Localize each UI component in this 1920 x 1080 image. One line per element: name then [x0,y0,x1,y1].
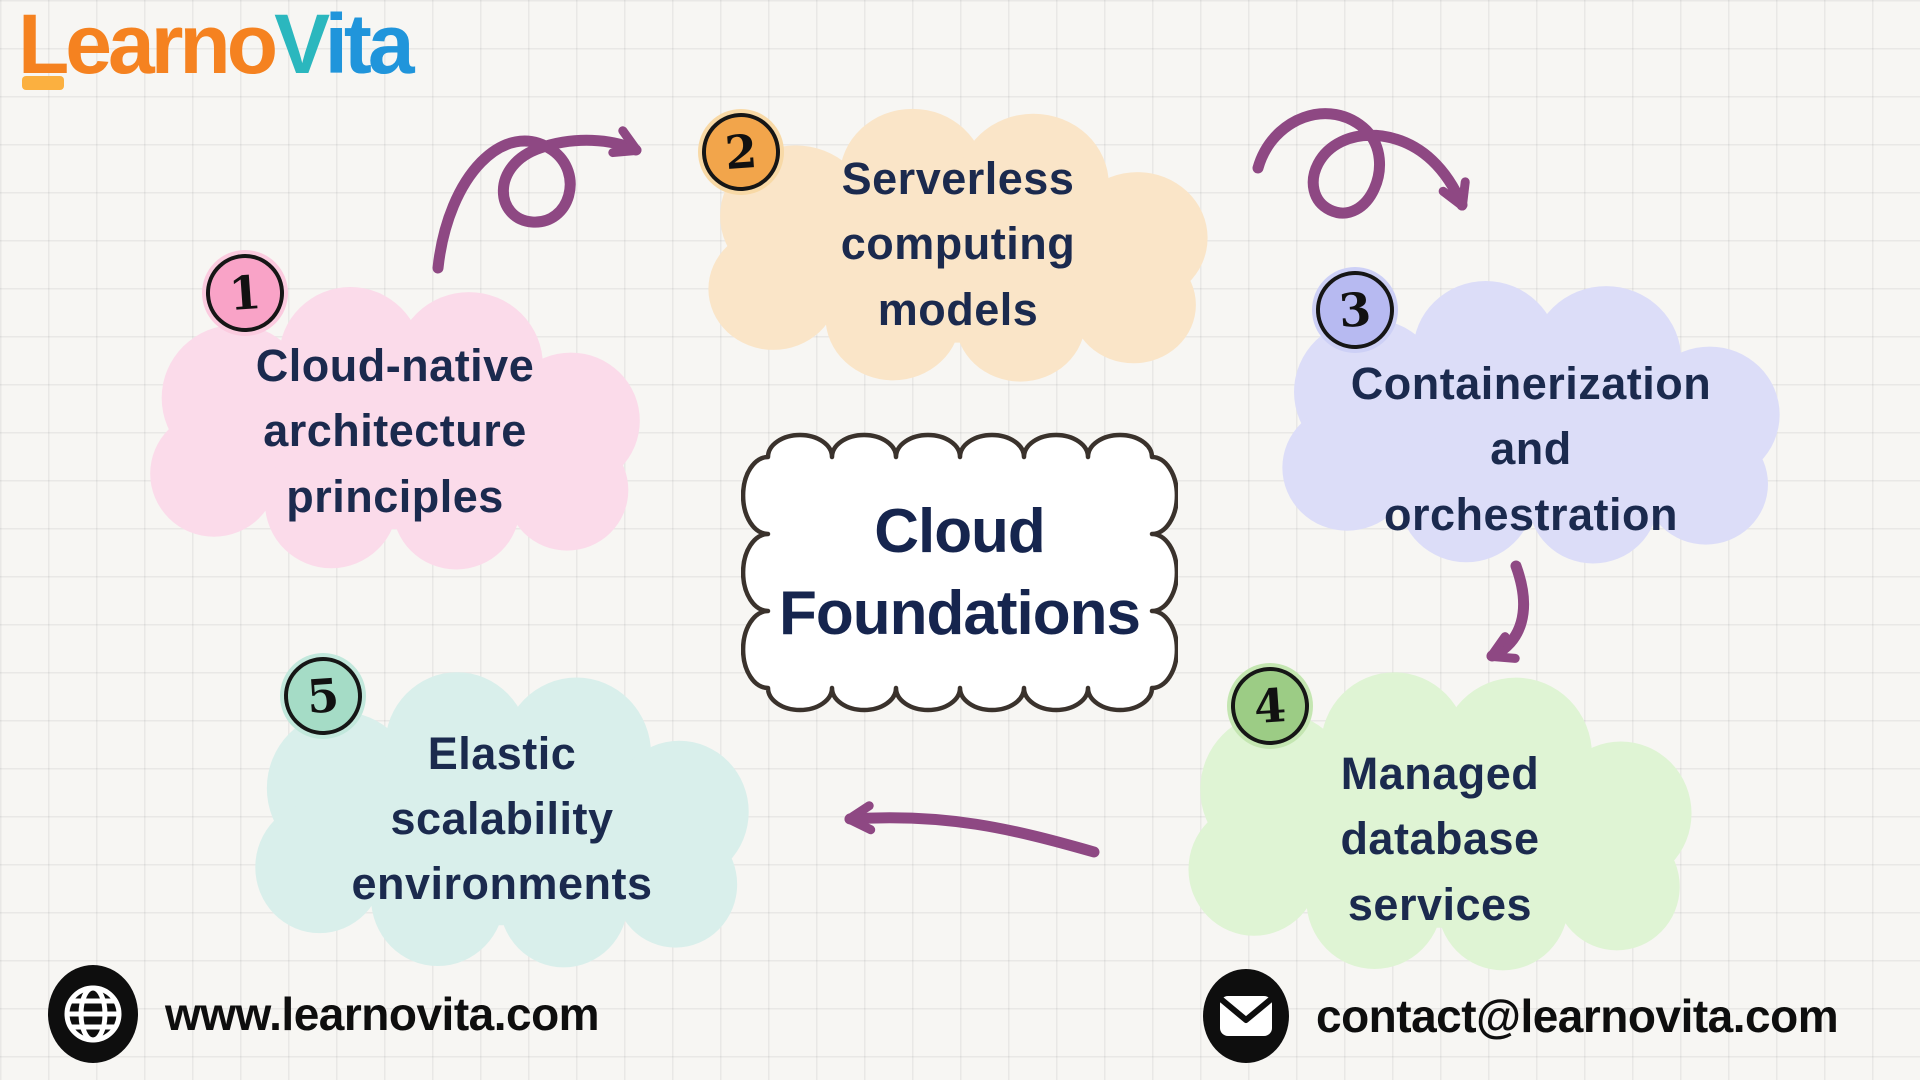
arrow-1-to-2 [432,126,642,274]
bubble-cloud-native: Cloud-native architecture principles [140,282,650,572]
bubble-serverless: Serverless computing models [698,104,1218,384]
center-title-line-1: Cloud [874,496,1046,566]
footer-website: www.learnovita.com [47,964,600,1064]
center-title-box: Cloud Foundations [741,429,1178,716]
bubble-4-line-1: Managed [1340,748,1540,800]
bubble-4-text: Managed database services [1178,667,1702,973]
bubble-1-line-2: architecture [263,405,527,457]
scalloped-border [741,432,1178,713]
step-5-badge: 5 [280,653,366,739]
bubble-elastic-scalability: Elastic scalability environments [245,667,759,970]
bubble-1-line-3: principles [286,470,504,522]
website-url: www.learnovita.com [165,988,600,1040]
step-2-badge: 2 [698,109,784,195]
step-4-badge: 4 [1227,663,1313,749]
step-3-number: 3 [1313,268,1397,352]
logo-part-learno: Learno [18,0,278,91]
email-icon [1203,969,1289,1063]
bubble-3-line-3: orchestration [1383,488,1679,540]
logo-part-ita: ita [324,0,415,91]
bubble-2-line-2: computing [840,218,1076,270]
center-title: Cloud Foundations [741,429,1178,716]
step-1-number: 1 [203,251,287,335]
arrow-4-to-5 [844,801,1100,858]
globe-icon [48,965,138,1063]
email-address: contact@learnovita.com [1316,990,1839,1042]
bubble-4-line-3: services [1347,878,1533,930]
center-title-line-2: Foundations [779,578,1141,648]
arrow-2-to-3 [1252,108,1470,219]
bubble-5-line-2: scalability [390,792,614,844]
bubble-1-text: Cloud-native architecture principles [140,282,650,572]
bubble-2-line-1: Serverless [841,153,1075,205]
step-1-badge: 1 [202,250,288,336]
footer-email: contact@learnovita.com [1202,968,1839,1064]
step-2-number: 2 [699,110,783,194]
step-4-number: 4 [1228,664,1312,748]
bubble-3-line-2: and [1490,423,1572,475]
bubble-4-line-2: database [1340,813,1540,865]
arrow-3-to-4 [1486,560,1529,663]
bubble-5-text: Elastic scalability environments [245,667,759,970]
scalloped-border-path [741,432,1178,713]
step-3-badge: 3 [1312,267,1398,353]
bubble-3-text: Containerization and orchestration [1272,276,1790,566]
bubble-2-text: Serverless computing models [698,104,1218,384]
learnovita-logo: LearnoVita [18,2,415,86]
bubble-containerization: Containerization and orchestration [1272,276,1790,566]
bubble-2-line-3: models [877,283,1039,335]
logo-yellow-foot [22,76,64,90]
bubble-managed-database: Managed database services [1178,667,1702,973]
logo-part-v: V [274,0,328,91]
step-5-number: 5 [281,654,365,738]
bubble-3-line-1: Containerization [1350,358,1712,410]
bubble-1-line-1: Cloud-native [255,340,535,392]
bubble-5-line-3: environments [351,858,653,910]
bubble-5-line-1: Elastic [427,727,577,779]
